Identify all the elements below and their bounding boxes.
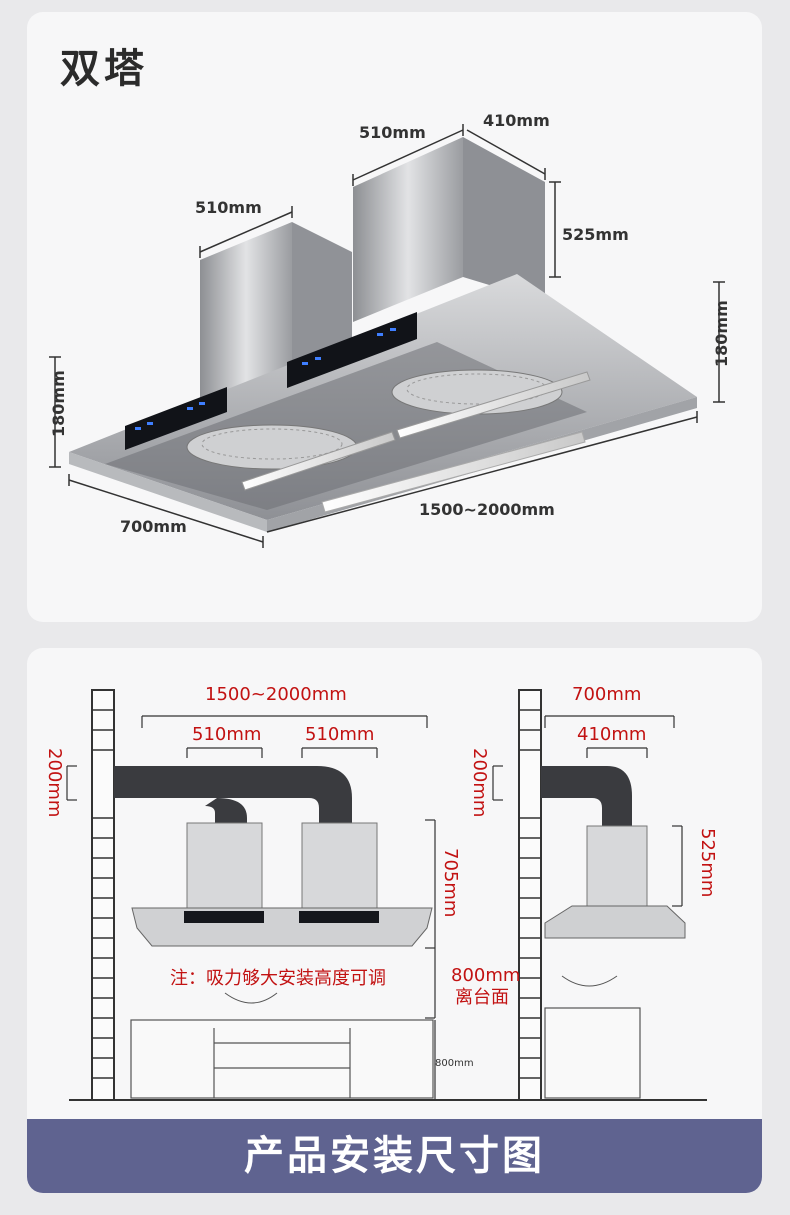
side-cabinet <box>544 1007 641 1099</box>
dim-tower-height: 525mm <box>562 225 629 244</box>
product-title: 双塔 <box>60 46 148 92</box>
dim-hood-height-left: 180mm <box>49 370 68 437</box>
range-hood-illustration: 510mm 410mm 510mm 525mm 180mm 180mm 700m… <box>49 111 731 548</box>
right-panel-buttons-icon <box>302 328 396 365</box>
left-tower-front <box>200 222 292 407</box>
dim-hood-depth: 700mm <box>120 517 187 536</box>
dim-duct-height-right: 200mm <box>469 748 490 817</box>
dim-duct-height-left: 200mm <box>44 748 65 817</box>
dim-mount-height: 800mm <box>451 965 520 986</box>
right-brick-lines <box>519 709 541 1079</box>
dim-hood-height-right: 180mm <box>712 300 731 367</box>
dim-total-length: 1500~2000mm <box>205 684 347 705</box>
tower-b-front <box>301 822 378 909</box>
dim-tower-b-width: 510mm <box>305 724 374 745</box>
hood-front-edge <box>69 452 267 532</box>
left-brick-lines <box>92 709 114 1079</box>
exhaust-duct-right <box>541 766 632 828</box>
left-fan-icon <box>186 424 358 470</box>
dim-tower-a-width: 510mm <box>192 724 261 745</box>
dim-side-depth: 700mm <box>572 684 641 705</box>
wok-icon <box>224 975 618 1004</box>
exhaust-duct-left <box>114 766 352 828</box>
diagram-banner: 产品安装尺寸图 <box>27 1119 762 1193</box>
right-tower-front <box>353 137 463 322</box>
front-cabinet <box>130 1019 434 1099</box>
installation-drawing: 1500~2000mm 510mm 510mm 200mm 705mm 800m… <box>44 684 718 1101</box>
front-panel-b <box>299 911 379 923</box>
dim-tower-height-front: 705mm <box>440 848 461 917</box>
installation-note: 注：吸力够大安装高度可调 <box>170 968 386 989</box>
dim-right-tower-depth: 410mm <box>483 111 550 130</box>
dim-side-tower-height: 525mm <box>697 828 718 897</box>
dimension-lines <box>66 715 683 1100</box>
product-dimension-card: 双塔 <box>27 12 762 622</box>
dim-hood-length: 1500~2000mm <box>419 500 555 519</box>
right-control-panel <box>287 312 417 388</box>
side-hood-body <box>544 905 686 939</box>
left-panel-buttons-icon <box>135 402 205 430</box>
dim-cabinet-height: 800mm <box>435 1058 474 1069</box>
front-hood-body <box>131 907 433 947</box>
dim-side-tower-depth: 410mm <box>577 724 646 745</box>
dim-right-tower-width: 510mm <box>359 123 426 142</box>
left-light-bar <box>241 431 396 491</box>
right-tower-side <box>463 137 545 302</box>
dim-mount-height-label: 离台面 <box>455 987 509 1008</box>
right-light-bar <box>396 371 591 439</box>
dim-left-tower-width: 510mm <box>195 198 262 217</box>
installation-diagram-card: 1500~2000mm 510mm 510mm 200mm 705mm 800m… <box>27 648 762 1193</box>
front-panel-a <box>184 911 264 923</box>
bottom-light-bar <box>321 431 586 513</box>
left-tower-side <box>292 222 352 372</box>
side-tower <box>586 825 648 907</box>
